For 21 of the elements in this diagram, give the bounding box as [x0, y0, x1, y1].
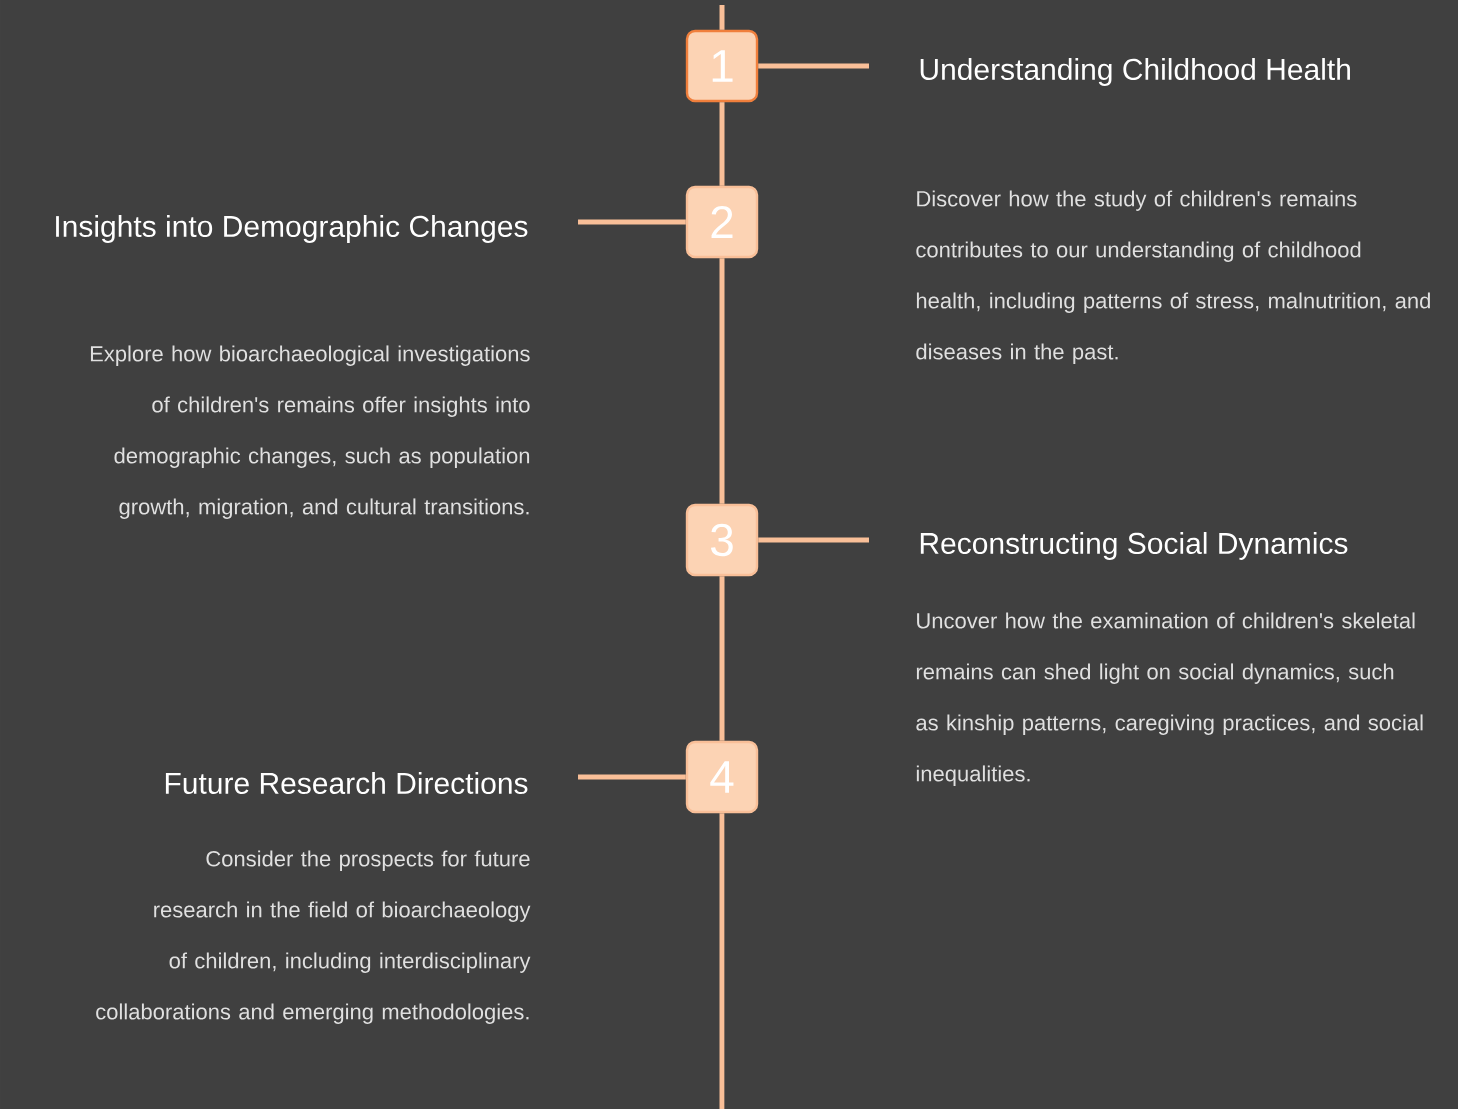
- heading: Insights into Demographic Changes: [56, 215, 528, 243]
- number-box: 2: [685, 185, 759, 259]
- number-box: 1: [685, 29, 759, 103]
- body-text: Uncover how the examination of children's skeletal remains can shed light on social dynamics, such as kinship patterns, caregiving practices, and social inequalities.: [916, 612, 1423, 786]
- number-box: 4: [685, 740, 759, 814]
- connector-line: [578, 219, 686, 225]
- connector-line: [719, 813, 725, 1109]
- connector-line: [578, 774, 686, 780]
- connector-line: [719, 576, 725, 741]
- connector-line: [719, 5, 725, 30]
- body-text: Discover how the study of children's remains contributes to our understanding of childhood health, including patterns of stress, malnutrition, and diseases in the past.: [916, 190, 1430, 364]
- heading: Understanding Childhood Health: [920, 58, 1350, 86]
- body-text: Explore how bioarchaeological investigations of children's remains offer insights into demographic changes, such as population growth, migration, and cultural transitions.: [90, 345, 530, 519]
- connector-line: [719, 258, 725, 504]
- connector-line: [719, 102, 725, 186]
- heading: Reconstructing Social Dynamics: [920, 532, 1348, 560]
- number-box: 3: [685, 503, 759, 577]
- connector-line: [758, 537, 869, 543]
- body-text: Consider the prospects for future research in the field of bioarchaeology of children, including interdisciplinary collaborations and emerging methodologies.: [96, 850, 531, 1024]
- connector-line: [758, 63, 869, 69]
- heading: Future Research Directions: [165, 772, 528, 794]
